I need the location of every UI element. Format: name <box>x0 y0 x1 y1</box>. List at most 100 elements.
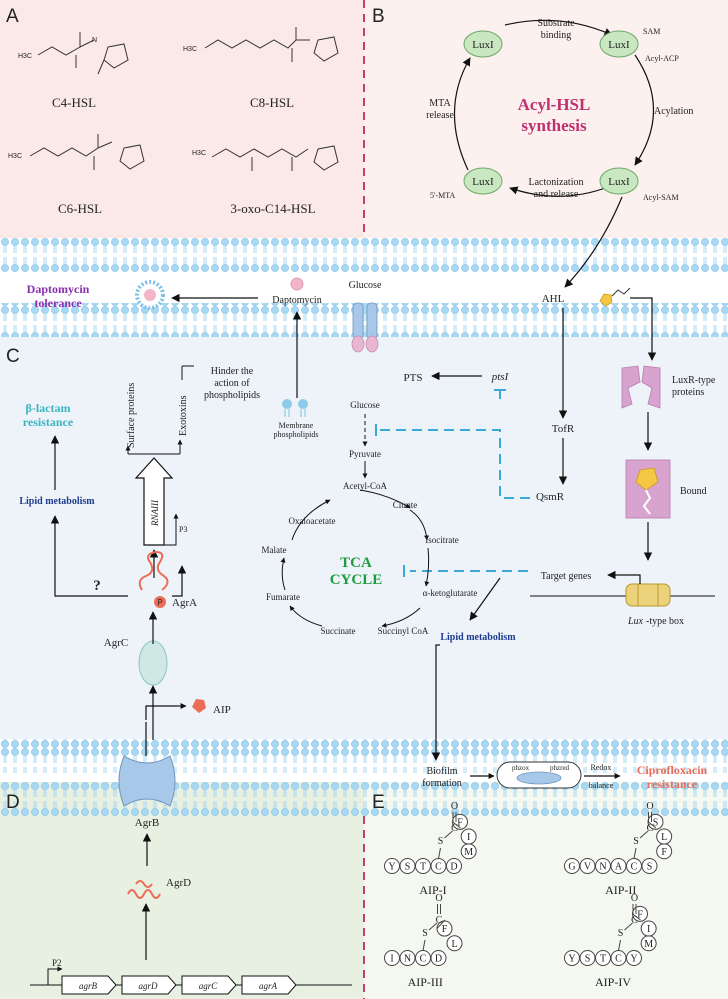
gene-agrb: agrB <box>79 981 98 991</box>
agrc-label: AgrC <box>104 637 128 649</box>
aip-2-bond <box>647 821 657 829</box>
aip-1-tail-residue: Y <box>388 862 395 873</box>
tca-fumarate: Fumarate <box>266 592 300 602</box>
aip-icon <box>192 699 206 713</box>
tca-succinyl-coa: Succinyl CoA <box>378 626 429 636</box>
liposome-icon <box>135 280 165 310</box>
rnaiii-arrow <box>134 457 174 546</box>
membrane-phospholipid-icons <box>282 399 308 417</box>
acyl-sam-label: Acyl-SAM <box>643 193 679 202</box>
molecule-3-oxo-c14-hsl <box>211 145 339 171</box>
aip-1-tail-residue: D <box>450 862 457 873</box>
aip-4-tail-residue: Y <box>568 954 575 965</box>
aip-4-tail-residue-circle <box>626 950 642 966</box>
p3-label: P3 <box>179 525 187 534</box>
aip-1-tail-residue: T <box>420 862 426 873</box>
phz-ox-label: phzox <box>512 764 530 772</box>
panel-d-background <box>0 782 364 999</box>
aip-4-tail-residue: T <box>600 954 606 965</box>
membrane-third <box>0 739 728 773</box>
step-mta-release-1: MTA <box>429 98 451 109</box>
panel-label-a: A <box>6 6 19 27</box>
aip-4-carbon: C <box>631 915 638 926</box>
box-to-target-genes <box>607 570 641 584</box>
aip-2-ring-residue: F <box>661 847 667 858</box>
target-to-lipid <box>469 577 501 621</box>
luxi-top-left <box>463 30 503 58</box>
tofr-label: TofR <box>552 423 575 435</box>
aip-4-name: AIP-IV <box>595 975 631 989</box>
bound-label: Bound <box>680 486 707 497</box>
luxi-label-3: LuxI <box>608 176 630 188</box>
agra-phosphate <box>154 596 166 608</box>
target-genes-label: Target genes <box>541 571 592 582</box>
agrb-label: AgrB <box>135 817 159 829</box>
aip-3-tail-residue: D <box>435 954 442 965</box>
aip-2-ring-residue: L <box>661 832 667 843</box>
p3-line <box>144 513 179 546</box>
acyl-hsl-title-1: Acyl-HSL <box>518 95 591 114</box>
agra-phosphate-label: P <box>157 598 162 607</box>
luxi-label-4: LuxI <box>472 176 494 188</box>
membrane-second <box>0 303 728 337</box>
pts-label: PTS <box>404 372 423 384</box>
step-acylation: Acylation <box>654 106 693 117</box>
aip-1-bond <box>452 821 461 829</box>
lipid-metabolism-left: Lipid metabolism <box>19 496 95 507</box>
aip-1-tail-residue-circle <box>446 858 462 874</box>
hinder-2: action of <box>214 378 250 389</box>
sam-label: SAM <box>643 27 660 36</box>
tca-citrate: Citrate <box>393 500 418 510</box>
agrb-protein <box>118 755 176 807</box>
agra-protein <box>138 550 169 591</box>
hinder-3: phospholipids <box>204 390 260 401</box>
aip-1-sulfur: S <box>438 836 444 847</box>
panel-c-background <box>0 337 728 739</box>
redox-label-1: Redox <box>591 763 612 772</box>
luxi-label-1: LuxI <box>472 39 494 51</box>
panel-label-d: D <box>6 792 20 813</box>
agrd-label: AgrD <box>166 877 191 889</box>
aip-1-ring-residue: I <box>467 832 470 843</box>
aip-3-oxygen: O <box>435 893 442 904</box>
aip-1-ring-residue: F <box>457 817 463 828</box>
lipid-metabolism-right: Lipid metabolism <box>440 632 516 643</box>
aip-4-oxygen: O <box>631 893 638 904</box>
aip-2-tail-residue: N <box>599 862 606 873</box>
aip-4-tail-residue: S <box>585 954 591 965</box>
acyl-hsl-cycle <box>453 19 655 197</box>
aip-4-bond <box>632 913 641 921</box>
aip-4-sulfur: S <box>618 928 624 939</box>
aip-2-oxygen: O <box>646 801 653 812</box>
aip-3-ring-residue: F <box>442 924 448 935</box>
membrane-bottom <box>0 782 728 816</box>
agrb-to-aip-line <box>145 705 176 720</box>
mta-label: 5'-MTA <box>430 191 455 200</box>
exotoxins-label: Exotoxins <box>178 395 189 436</box>
daptomycin-tolerance-2: tolerance <box>34 296 82 310</box>
qsmr-to-glycolysis-inhibition <box>376 429 530 499</box>
ciprofloxacin-resistance-2: resistance <box>647 777 698 791</box>
daptomycin-icon <box>290 277 304 291</box>
aip-label: AIP <box>213 704 231 716</box>
surface-proteins-label: Surface proteins <box>126 383 137 448</box>
membrane-phospholipids-1: Membrane <box>279 421 314 430</box>
step-mta-release-2: release <box>426 110 454 121</box>
aip-2-tail-residue: V <box>584 862 592 873</box>
question-mark: ? <box>93 578 101 594</box>
aip-4-tail-residue: C <box>615 954 622 965</box>
aip-2-bond <box>639 830 649 839</box>
operon-genes <box>61 975 297 995</box>
step-lactonization-1: Lactonization <box>529 177 584 188</box>
tca-isocitrate: Isocitrate <box>425 535 458 545</box>
c4-hsl-nh: N <box>92 37 97 44</box>
aip-4-bond <box>618 939 621 951</box>
aip-4-ring-residue: F <box>637 909 643 920</box>
hinder-1: Hinder the <box>211 366 254 377</box>
molecule-c8-hsl <box>204 27 339 62</box>
pyruvate-label: Pyruvate <box>349 449 381 459</box>
daptomycin-label: Daptomycin <box>272 295 321 306</box>
ahl-icon <box>599 293 613 307</box>
qsmr-label: QsmR <box>536 491 565 503</box>
